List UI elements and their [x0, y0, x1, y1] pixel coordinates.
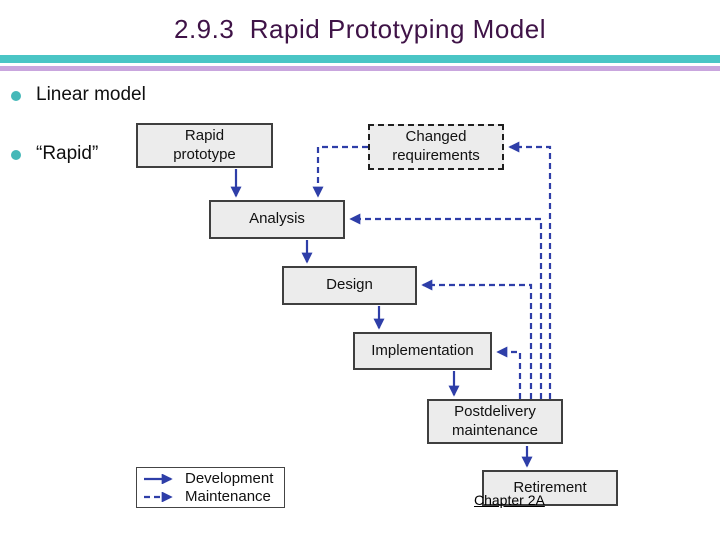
bullet-linear-model: Linear model — [36, 84, 146, 105]
dashed-arrow-icon — [144, 491, 173, 502]
arrow-changed-requirements-to-analysis — [312, 145, 368, 198]
box-postdelivery-maintenance: Postdelivery maintenance — [427, 399, 563, 444]
page-title: 2.9.3 Rapid Prototyping Model — [174, 14, 546, 44]
legend-development-label: Development — [185, 470, 274, 487]
title-rule-teal — [0, 55, 720, 63]
box-retirement: Retirement — [482, 470, 618, 506]
title-rule-lavender — [0, 66, 720, 71]
bullet-icon — [11, 150, 21, 160]
box-implementation: Implementation — [353, 332, 492, 370]
arrow-maintenance-to-analysis — [349, 213, 543, 399]
box-rapid-prototype: Rapid prototype — [136, 123, 273, 168]
legend-development-row: Development — [143, 470, 278, 487]
bullet-rapid: “Rapid” — [36, 143, 99, 164]
chapter-label: Chapter 2A — [474, 492, 545, 508]
solid-arrow-icon — [144, 473, 173, 484]
bullet-icon — [11, 91, 21, 101]
legend-maintenance-row: Maintenance — [143, 488, 278, 505]
legend: Development Maintenance — [136, 467, 285, 508]
box-changed-requirements: Changed requirements — [368, 124, 504, 170]
legend-maintenance-label: Maintenance — [185, 488, 271, 505]
box-analysis: Analysis — [209, 200, 345, 239]
box-design: Design — [282, 266, 417, 305]
arrow-maintenance-to-changed-requirements — [508, 141, 552, 399]
arrow-maintenance-to-implementation — [496, 346, 522, 399]
